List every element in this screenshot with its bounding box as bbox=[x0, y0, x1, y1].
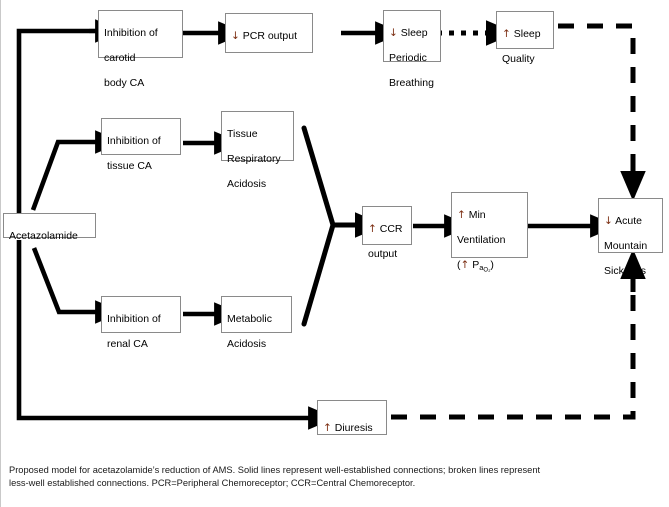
node-ccr-output-line1: CCR bbox=[376, 222, 403, 235]
node-diuresis[interactable]: ↑ Diuresis bbox=[317, 400, 387, 435]
edge-tissue-acidosis-to-ccr bbox=[301, 125, 336, 228]
node-carotid-line2: carotid bbox=[104, 51, 136, 64]
down-arrow-icon: ↓ bbox=[604, 214, 613, 227]
node-tissue-respiratory-acidosis[interactable]: Tissue Respiratory Acidosis bbox=[221, 111, 294, 190]
down-arrow-icon: ↓ bbox=[231, 29, 240, 42]
node-tissue-acidosis-line3: Acidosis bbox=[227, 177, 267, 190]
node-sleep-periodic-breathing[interactable]: ↓ Sleep Periodic Breathing bbox=[383, 10, 441, 89]
node-min-ventilation-paren-open: ( bbox=[457, 258, 461, 271]
node-sleep-periodic-line1: Sleep bbox=[397, 26, 428, 39]
node-sleep-periodic-line2: Periodic bbox=[389, 51, 427, 64]
edge-diuresis-to-ams bbox=[391, 249, 646, 420]
figure-caption: Proposed model for acetazolamide’s reduc… bbox=[9, 464, 659, 490]
edge-acetazolamide-to-carotid bbox=[16, 19, 123, 214]
edge-sleep-quality-to-ams bbox=[558, 23, 646, 201]
edge-metabolic-acidosis-to-ccr bbox=[301, 222, 336, 327]
node-inhibition-carotid-body-ca[interactable]: Inhibition of carotid body CA bbox=[98, 10, 183, 89]
node-min-ventilation-p: P bbox=[469, 258, 480, 271]
node-acetazolamide[interactable]: Acetazolamide bbox=[3, 213, 96, 242]
edge-acetazolamide-to-renal bbox=[31, 247, 123, 324]
node-acetazolamide-label: Acetazolamide bbox=[9, 229, 78, 242]
node-metabolic-acidosis[interactable]: Metabolic Acidosis bbox=[221, 296, 292, 350]
down-arrow-icon: ↓ bbox=[389, 26, 398, 39]
node-renal-ca-line1: Inhibition of bbox=[107, 312, 161, 325]
edge-acetazolamide-to-tissue bbox=[30, 130, 123, 211]
node-ams-line2: Mountain bbox=[604, 239, 648, 252]
node-pcr-output-label: PCR output bbox=[239, 29, 298, 42]
caption-line-2: less-well established connections. PCR=P… bbox=[9, 478, 416, 488]
node-min-ventilation-paren-close: ) bbox=[490, 258, 494, 271]
node-metabolic-acidosis-line2: Acidosis bbox=[227, 337, 267, 350]
up-arrow-icon: ↑ bbox=[323, 421, 332, 434]
node-ccr-output[interactable]: ↑ CCR output bbox=[362, 206, 412, 260]
node-tissue-acidosis-line1: Tissue bbox=[227, 127, 258, 140]
node-carotid-line3: body CA bbox=[104, 76, 145, 89]
node-min-ventilation-sub-a: a bbox=[479, 262, 484, 272]
node-diuresis-label: Diuresis bbox=[331, 421, 373, 434]
node-ams-line3: Sickness bbox=[604, 264, 647, 277]
up-arrow-icon: ↑ bbox=[502, 27, 511, 40]
edge-acetazolamide-to-diuresis bbox=[16, 240, 336, 430]
caption-line-1: Proposed model for acetazolamide’s reduc… bbox=[9, 465, 541, 475]
node-tissue-ca-line2: tissue CA bbox=[107, 159, 152, 172]
up-arrow-icon: ↑ bbox=[457, 208, 466, 221]
node-tissue-ca-line1: Inhibition of bbox=[107, 134, 161, 147]
node-sleep-periodic-line3: Breathing bbox=[389, 76, 434, 89]
node-metabolic-acidosis-line1: Metabolic bbox=[227, 312, 272, 325]
node-min-ventilation[interactable]: ↑ Min Ventilation (↑ PaO₂) bbox=[451, 192, 528, 273]
node-min-ventilation-line1: Min bbox=[465, 208, 486, 221]
node-sleep-quality-line1: Sleep bbox=[510, 27, 541, 40]
node-min-ventilation-sub-o2: O₂ bbox=[483, 267, 491, 274]
node-sleep-quality[interactable]: ↑ Sleep Quality bbox=[496, 11, 554, 65]
node-inhibition-renal-ca[interactable]: Inhibition of renal CA bbox=[101, 296, 181, 350]
up-arrow-icon: ↑ bbox=[460, 258, 470, 271]
up-arrow-icon: ↑ bbox=[368, 222, 377, 235]
node-min-ventilation-line2: Ventilation bbox=[457, 233, 506, 246]
node-renal-ca-line2: renal CA bbox=[107, 337, 148, 350]
node-inhibition-tissue-ca[interactable]: Inhibition of tissue CA bbox=[101, 118, 181, 172]
node-pcr-output[interactable]: ↓ PCR output bbox=[225, 13, 313, 53]
node-acute-mountain-sickness[interactable]: ↓ Acute Mountain Sickness bbox=[598, 198, 663, 277]
node-ccr-output-line2: output bbox=[368, 247, 398, 260]
node-sleep-quality-line2: Quality bbox=[502, 52, 535, 65]
node-ams-line1: Acute bbox=[612, 214, 643, 227]
node-carotid-line1: Inhibition of bbox=[104, 26, 158, 39]
node-tissue-acidosis-line2: Respiratory bbox=[227, 152, 281, 165]
